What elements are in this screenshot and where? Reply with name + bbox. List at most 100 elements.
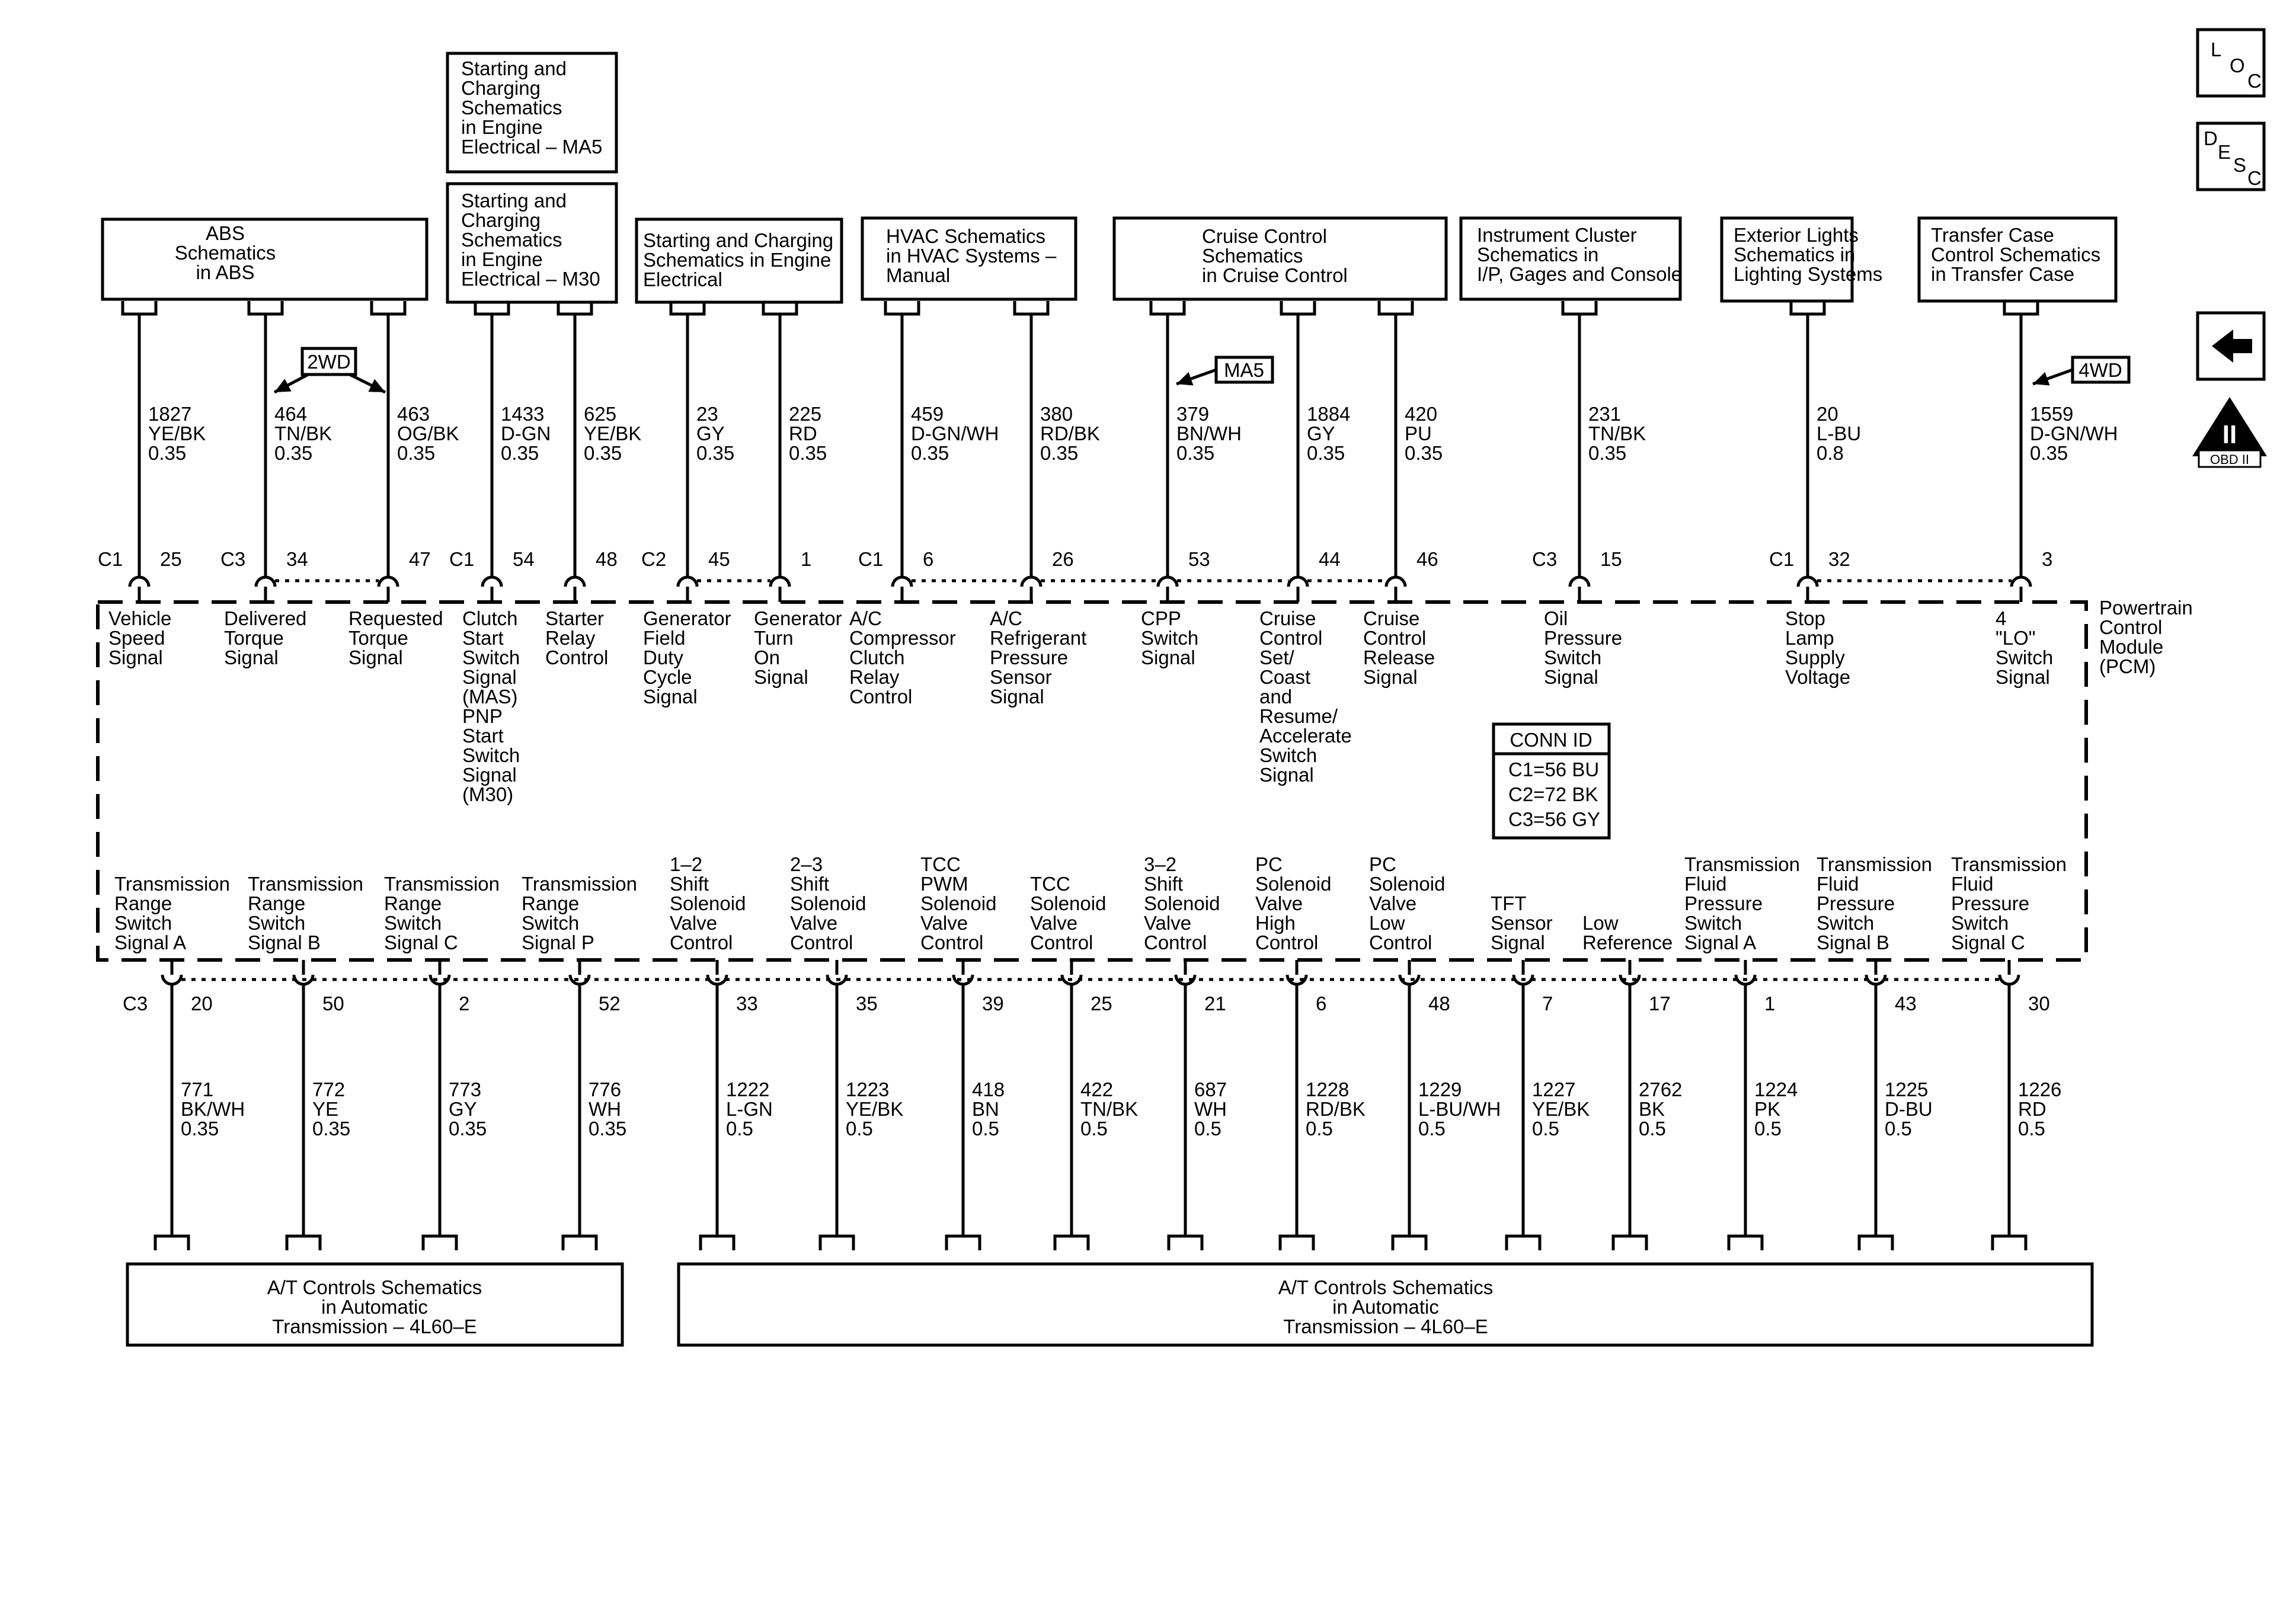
pcm-module-label: Module — [2099, 636, 2163, 658]
top-pin-number: 46 — [1416, 548, 1438, 570]
top-signal-label: Coast — [1259, 666, 1310, 688]
bottom-signal-label: Reference — [1582, 932, 1673, 953]
top-wire-label: GY — [1307, 422, 1335, 444]
top-signal-label: Pressure — [990, 646, 1068, 668]
top-wire-terminal — [1280, 301, 1316, 316]
bottom-signal-label: Range — [384, 892, 442, 914]
top-wire-label: 0.35 — [911, 442, 949, 464]
top-pin-number: 32 — [1828, 548, 1850, 570]
loc-icon-letter: L — [2211, 39, 2221, 60]
bottom-wire-label: YE — [312, 1098, 338, 1120]
top-signal-label: Clutch — [849, 646, 905, 668]
bottom-signal-label: Transmission — [1684, 853, 1800, 875]
top-signal-label: Generator — [754, 607, 842, 629]
top-schematic-box-text: in HVAC Systems – — [886, 245, 1057, 267]
top-circuit: 23GY0.3545C2GeneratorFieldDutyCycleSigna… — [641, 301, 734, 708]
top-wire-label: 1559 — [2030, 403, 2073, 425]
bottom-circuits: 771BK/WH0.3520C3TransmissionRangeSwitchS… — [114, 853, 2067, 1250]
loc-icon-letter: C — [2247, 70, 2262, 92]
bottom-wire-label: 771 — [181, 1078, 213, 1100]
bottom-signal-label: Transmission — [1951, 853, 2067, 875]
top-schematic-box-text: Starting and Charging — [643, 229, 833, 251]
top-pin-number: 1 — [801, 548, 811, 570]
top-signal-label: Signal — [990, 686, 1044, 708]
bottom-wire-label: 1227 — [1532, 1078, 1575, 1100]
option-tag: MA5 — [1176, 356, 1274, 386]
top-wire-label: 0.35 — [696, 442, 734, 464]
bottom-signal-label: Low — [1582, 912, 1619, 934]
bottom-wire-terminal — [421, 1234, 458, 1250]
bottom-circuit: 1224PK0.51TransmissionFluidPressureSwitc… — [1684, 853, 1800, 1250]
top-connector-id: C2 — [641, 548, 666, 570]
bottom-circuit: 776WH0.3552TransmissionRangeSwitchSignal… — [522, 873, 637, 1250]
top-wire-label: 420 — [1405, 403, 1437, 425]
top-signal-label: Control — [849, 686, 912, 708]
bottom-schematic-box-text: in Automatic — [321, 1296, 428, 1318]
top-schematic-box-text: Transfer Case — [1931, 224, 2054, 246]
top-wire-label: YE/BK — [148, 422, 206, 444]
top-schematic-box-text: in ABS — [196, 261, 254, 283]
top-signal-label: Control — [545, 646, 608, 668]
bottom-circuit: 773GY0.352TransmissionRangeSwitchSignal … — [384, 873, 500, 1250]
top-signal-label: Voltage — [1785, 666, 1850, 688]
top-signal-label: Starter — [545, 607, 604, 629]
bottom-signal-label: Transmission — [114, 873, 230, 895]
top-signal-label: Switch — [1141, 627, 1198, 649]
bottom-wire-terminal — [1505, 1234, 1542, 1250]
top-wire-label: 0.35 — [1405, 442, 1443, 464]
top-signal-label: Cruise — [1363, 607, 1419, 629]
top-signal-label: A/C — [849, 607, 882, 629]
top-schematic-box-frame — [635, 217, 843, 304]
top-pin-number: 15 — [1600, 548, 1622, 570]
bottom-wire-label: 0.5 — [972, 1118, 999, 1140]
bottom-wire-terminal — [561, 1234, 598, 1250]
bottom-wire-terminal — [1391, 1234, 1428, 1250]
top-signal-label: Signal — [224, 646, 279, 668]
bottom-signal-label: Signal C — [1951, 932, 2025, 953]
bottom-wire-label: WH — [589, 1098, 621, 1120]
bottom-signal-label: Solenoid — [670, 892, 746, 914]
bottom-wire-terminal — [945, 1234, 981, 1250]
bottom-signal-label: Control — [1144, 932, 1207, 953]
bottom-pin-connector — [161, 974, 183, 986]
loc-icon-frame — [2196, 28, 2266, 98]
pcm-module-label: (PCM) — [2099, 655, 2156, 677]
arrowhead-icon — [368, 379, 385, 392]
top-connector-id: C1 — [98, 548, 123, 570]
bottom-wire-label: 422 — [1080, 1078, 1113, 1100]
top-pin-number: 3 — [2042, 548, 2052, 570]
top-pin-connector — [1384, 575, 1407, 587]
bottom-schematic-box-text: A/T Controls Schematics — [1278, 1276, 1494, 1298]
bottom-signal-label: High — [1255, 912, 1296, 934]
top-signal-label: Resume/ — [1259, 705, 1338, 727]
bottom-signal-label: Pressure — [1951, 892, 2029, 914]
top-wire-label: GY — [696, 422, 725, 444]
top-wire-terminal — [1561, 301, 1598, 316]
bottom-pin-number: 6 — [1316, 993, 1326, 1014]
bottom-signal-label: Switch — [1817, 912, 1874, 934]
bottom-schematic-box-frame — [126, 1262, 624, 1347]
bottom-wire-label: RD — [2018, 1098, 2046, 1120]
top-signal-label: Control — [1363, 627, 1426, 649]
top-wire-label: PU — [1405, 422, 1432, 444]
bottom-wire-label: YE/BK — [846, 1098, 903, 1120]
top-pin-number: 44 — [1319, 548, 1341, 570]
top-signal-label: Signal — [754, 666, 808, 688]
bottom-signal-label: Shift — [1144, 873, 1183, 895]
top-signal-label: Signal — [1259, 764, 1314, 786]
top-schematic-box-text: Schematics in — [1477, 244, 1598, 265]
bottom-pin-number: 43 — [1895, 993, 1917, 1014]
top-wire-terminal — [1789, 301, 1826, 316]
top-wire-label: RD — [789, 422, 817, 444]
top-wire-label: 1827 — [148, 403, 191, 425]
top-wire-label: 0.35 — [584, 442, 622, 464]
